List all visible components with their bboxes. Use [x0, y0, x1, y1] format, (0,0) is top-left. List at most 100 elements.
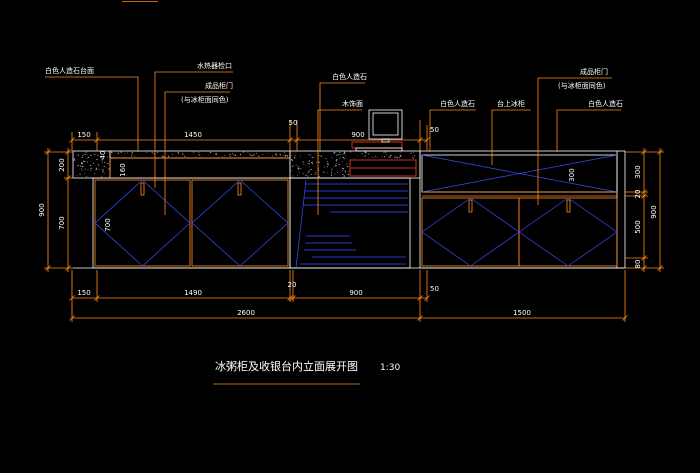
leader-line: [317, 109, 362, 215]
cash-counter-top: [289, 150, 421, 179]
stone-speckle: [412, 157, 414, 159]
stone-speckle: [232, 153, 234, 154]
stone-speckle: [333, 151, 335, 154]
stone-speckle: [82, 165, 84, 168]
stone-speckle: [315, 153, 317, 155]
stone-speckle: [124, 152, 126, 154]
stone-speckle: [331, 169, 333, 171]
label-text: 成品柜门: [205, 81, 233, 90]
stone-speckle: [249, 154, 251, 156]
stone-speckle: [336, 158, 338, 160]
right-door-1-swing-pattern: [421, 197, 520, 267]
dimension-tick: [69, 295, 75, 301]
dim-left-counter: 200: [58, 158, 66, 171]
stone-speckle: [335, 162, 337, 164]
stone-speckle: [312, 161, 314, 162]
stone-speckle: [342, 167, 345, 170]
stone-speckle: [338, 163, 340, 166]
stone-speckle: [345, 155, 346, 157]
stone-speckle: [307, 153, 309, 155]
label-text: 白色人造石: [440, 99, 475, 108]
label-note: (与冰柜面同色): [558, 81, 606, 90]
leader-line: [154, 71, 233, 188]
stone-speckle: [336, 154, 338, 156]
stone-speckle: [101, 159, 103, 161]
stone-speckle: [342, 173, 344, 176]
stone-speckle: [343, 151, 346, 153]
stone-speckle: [103, 165, 105, 167]
stone-speckle: [82, 169, 84, 171]
stone-speckle: [307, 175, 309, 177]
stone-speckle: [285, 155, 287, 157]
stone-speckle: [365, 152, 367, 154]
door-handle: [140, 182, 145, 196]
stone-speckle: [73, 158, 75, 160]
dim-freezer-inner: 300: [568, 168, 576, 181]
stone-speckle: [346, 163, 348, 165]
right-door-2: [518, 197, 618, 267]
stone-speckle: [234, 155, 236, 156]
stone-speckle: [229, 156, 231, 157]
monitor: [368, 109, 403, 143]
stone-speckle: [90, 169, 91, 171]
stone-speckle: [90, 164, 92, 167]
dimension-ticks: [65, 149, 71, 271]
stone-speckle: [350, 151, 352, 153]
stone-speckle: [258, 155, 260, 157]
stone-speckle: [342, 156, 344, 159]
stone-speckle: [73, 159, 75, 161]
dimension-tick: [641, 149, 647, 155]
dim-right-rail: 20: [634, 190, 642, 199]
dimension-tick: [45, 149, 51, 155]
stone-speckle: [339, 157, 341, 159]
dim-bottom-1: 150: [77, 289, 90, 297]
stone-speckle: [268, 153, 269, 154]
stone-speckle: [339, 154, 341, 156]
dimension-tick: [657, 265, 663, 271]
right-door-1: [421, 197, 520, 267]
dimension-tick: [65, 175, 71, 181]
keyboard: [351, 141, 403, 149]
stone-speckle: [311, 163, 314, 165]
stone-speckle: [101, 156, 103, 158]
stone-speckle: [389, 156, 391, 158]
stone-speckle: [107, 163, 109, 165]
label-text: 水热器检口: [197, 61, 232, 70]
stone-speckle: [318, 174, 320, 176]
stone-speckle: [330, 174, 333, 176]
stone-speckle: [162, 156, 165, 158]
label-water-heater-access: 水热器检口: [154, 61, 233, 188]
stone-speckle: [105, 166, 107, 168]
stone-speckle: [106, 162, 108, 164]
dim-top-3: 50: [289, 119, 298, 127]
stone-speckle: [335, 151, 337, 153]
stone-speckle: [251, 154, 253, 157]
freezer-cross-line: [421, 154, 618, 193]
stone-speckle: [167, 155, 170, 157]
stone-speckle: [388, 156, 390, 158]
stone-speckle: [90, 167, 92, 170]
left-cabinet: [72, 150, 291, 269]
stone-speckle: [303, 163, 305, 165]
stone-speckle: [412, 152, 414, 153]
stone-speckle: [85, 151, 87, 153]
dimension-tick: [641, 265, 647, 271]
dim-right-door: 500: [634, 220, 642, 233]
stone-speckle: [389, 154, 392, 157]
stone-speckle: [87, 156, 90, 159]
stone-speckle: [308, 161, 310, 163]
stone-speckle: [96, 168, 98, 170]
stone-speckle: [414, 155, 416, 157]
stone-speckle: [198, 151, 200, 153]
stone-speckle: [320, 155, 322, 157]
stone-speckle: [193, 151, 195, 153]
stone-speckle: [308, 171, 310, 173]
left-vertical-dimensions: 200 700 900 40 160 700: [38, 148, 127, 272]
stone-speckle: [374, 156, 376, 158]
stone-speckle: [348, 170, 350, 172]
stone-speckle: [396, 156, 398, 158]
stone-speckle: [368, 157, 370, 159]
label-text: 台上冰柜: [497, 99, 525, 108]
veneer-edge-line: [295, 179, 307, 269]
label-text: 白色人造石台面: [45, 66, 94, 75]
